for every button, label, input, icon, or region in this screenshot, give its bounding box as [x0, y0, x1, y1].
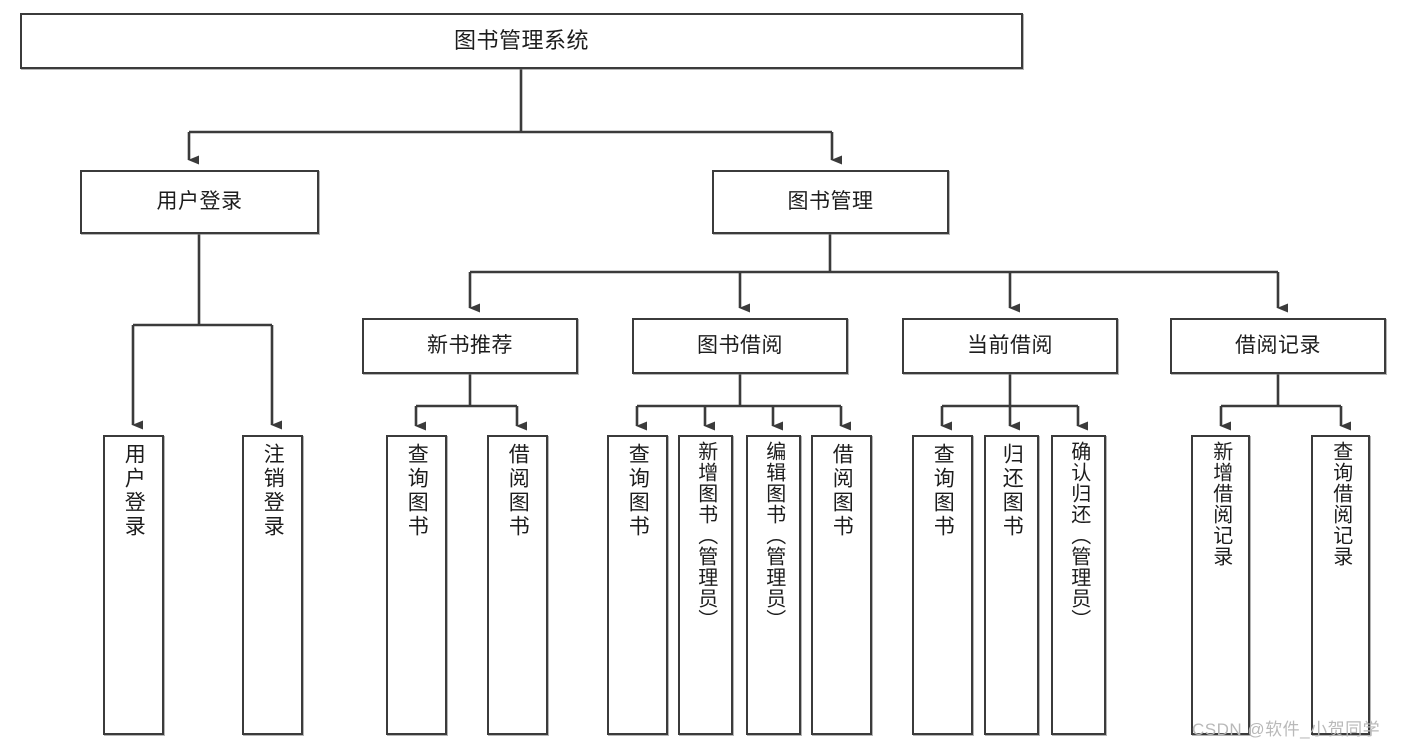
leaf-new-book-query[interactable]: 查询图书 — [386, 435, 447, 735]
leaf-borrow-query-book[interactable]: 查询图书 — [607, 435, 668, 735]
leaf-current-return-book[interactable]: 归还图书 — [984, 435, 1039, 735]
leaf-current-confirm-return-admin[interactable]: 确认归还（管理员） — [1051, 435, 1106, 735]
node-root-book-management-system[interactable]: 图书管理系统 — [20, 13, 1023, 69]
leaf-borrow-edit-book-admin[interactable]: 编辑图书（管理员） — [746, 435, 801, 735]
leaf-records-add-record[interactable]: 新增借阅记录 — [1191, 435, 1250, 735]
node-label: 当前借阅 — [967, 333, 1053, 357]
leaf-user-login-signout[interactable]: 注销登录 — [242, 435, 303, 735]
node-label: 查询图书 — [405, 443, 429, 539]
node-label: 归还图书 — [1000, 443, 1024, 539]
node-label: 新增借阅记录 — [1209, 441, 1232, 567]
leaf-new-book-borrow[interactable]: 借阅图书 — [487, 435, 548, 735]
node-label: 用户登录 — [122, 443, 146, 539]
node-label: 新增图书（管理员） — [694, 441, 717, 630]
node-label: 查询图书 — [626, 443, 650, 539]
node-current-borrow[interactable]: 当前借阅 — [902, 318, 1118, 374]
leaf-borrow-borrow-book[interactable]: 借阅图书 — [811, 435, 872, 735]
node-label: 图书借阅 — [697, 333, 783, 357]
node-label: 查询图书 — [931, 443, 955, 539]
node-user-login[interactable]: 用户登录 — [80, 170, 319, 234]
leaf-user-login-signin[interactable]: 用户登录 — [103, 435, 164, 735]
leaf-current-query-book[interactable]: 查询图书 — [912, 435, 973, 735]
node-book-borrow[interactable]: 图书借阅 — [632, 318, 848, 374]
leaf-borrow-add-book-admin[interactable]: 新增图书（管理员） — [678, 435, 733, 735]
node-label: 注销登录 — [261, 443, 285, 539]
node-borrow-records[interactable]: 借阅记录 — [1170, 318, 1386, 374]
node-label: 新书推荐 — [427, 333, 513, 357]
node-label: 图书管理 — [787, 189, 874, 213]
node-label: 用户登录 — [156, 189, 243, 213]
node-label: 确认归还（管理员） — [1067, 441, 1090, 630]
node-book-management[interactable]: 图书管理 — [712, 170, 949, 234]
node-label: 查询借阅记录 — [1329, 441, 1352, 567]
node-label: 编辑图书（管理员） — [762, 441, 785, 630]
node-label: 借阅记录 — [1235, 333, 1321, 357]
node-label: 借阅图书 — [506, 443, 530, 539]
node-label: 借阅图书 — [830, 443, 854, 539]
node-new-book-recommend[interactable]: 新书推荐 — [362, 318, 578, 374]
csdn-watermark: CSDN @软件_小贺同学 — [1192, 720, 1381, 739]
leaf-records-query-record[interactable]: 查询借阅记录 — [1311, 435, 1370, 735]
node-label: 图书管理系统 — [453, 28, 589, 54]
